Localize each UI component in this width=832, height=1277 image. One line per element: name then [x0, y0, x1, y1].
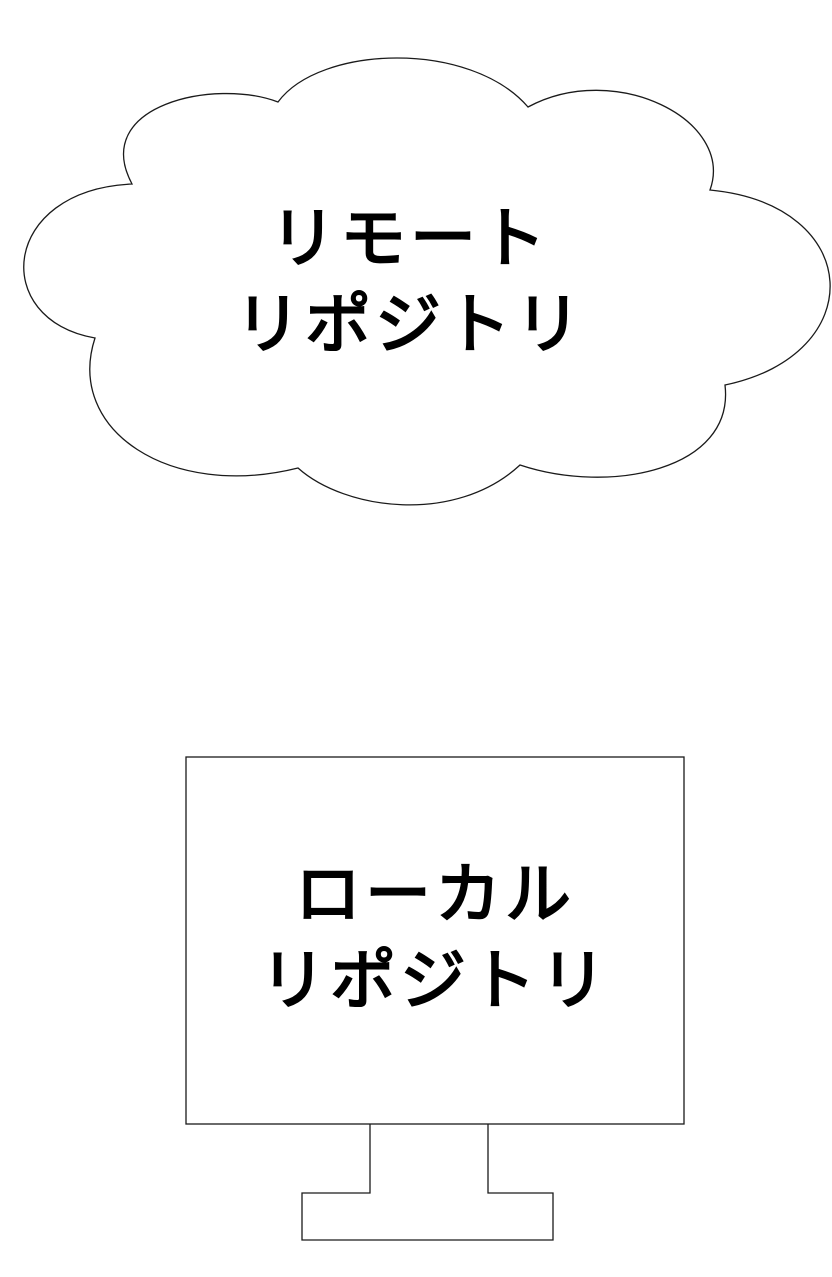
local-label-line-1: ローカル	[295, 856, 575, 933]
remote-label-line-2: リポジトリ	[235, 286, 585, 363]
monitor-stand	[301, 1124, 554, 1241]
local-repository-label: ローカル リポジトリ	[186, 852, 684, 1024]
local-repository-monitor	[185, 756, 685, 1241]
remote-repository-cloud	[23, 57, 831, 506]
local-label-line-2: リポジトリ	[260, 942, 610, 1019]
remote-label-line-1: リモート	[270, 200, 550, 277]
remote-repository-label: リモート リポジトリ	[180, 196, 640, 368]
monitor-screen	[185, 756, 685, 1125]
